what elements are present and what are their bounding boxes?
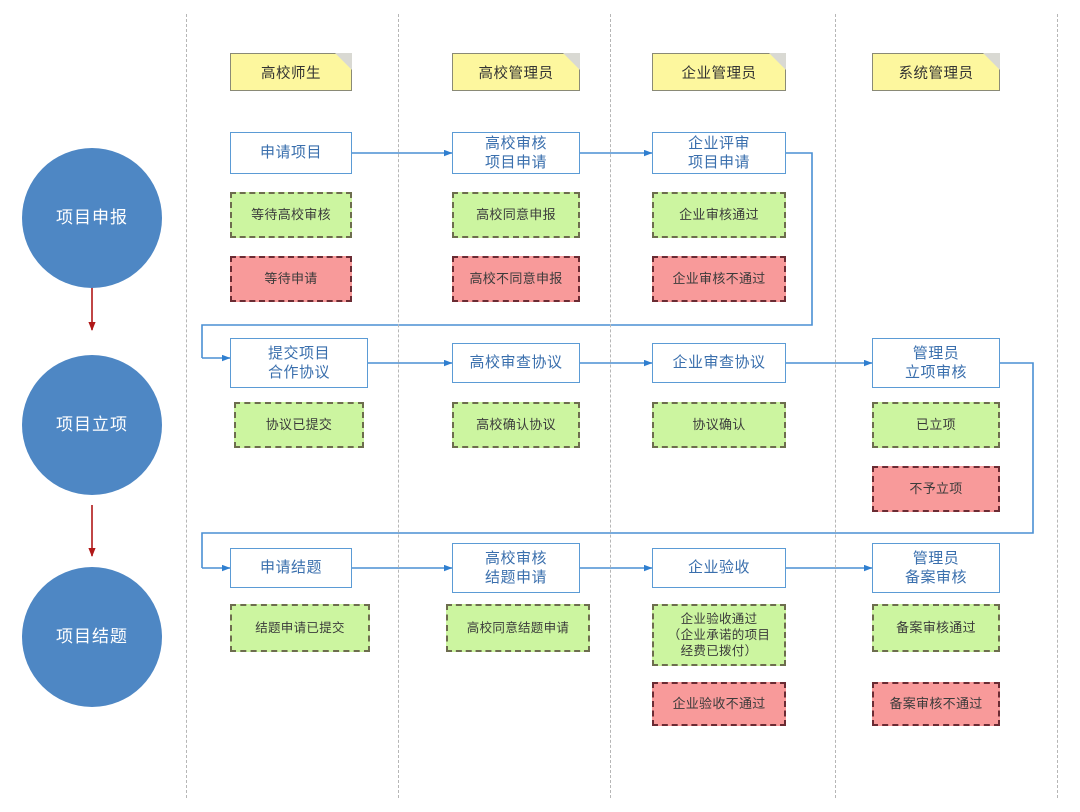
status-agreement-confirmed: 协议确认 <box>652 402 786 448</box>
status-record-fail: 备案审核不通过 <box>872 682 1000 726</box>
status-label: 协议已提交 <box>265 416 333 432</box>
status-label: 备案审核通过 <box>896 619 976 635</box>
status-agreement-submitted: 协议已提交 <box>234 402 364 448</box>
status-waiting-school-review: 等待高校审核 <box>230 192 352 238</box>
process-school-review-closing[interactable]: 高校审核 结题申请 <box>452 543 580 593</box>
status-school-reject-declare: 高校不同意申报 <box>452 256 580 302</box>
lane-header-label: 高校管理员 <box>478 65 554 82</box>
status-approved: 已立项 <box>872 402 1000 448</box>
process-school-check-agreement[interactable]: 高校审查协议 <box>452 343 580 383</box>
process-label: 企业验收 <box>687 559 750 577</box>
process-label: 企业审查协议 <box>672 354 766 372</box>
process-enterprise-acceptance[interactable]: 企业验收 <box>652 548 786 588</box>
stage-label: 项目立项 <box>56 415 128 435</box>
status-not-approved: 不予立项 <box>872 466 1000 512</box>
process-enterprise-review-application[interactable]: 企业评审 项目申请 <box>652 132 786 174</box>
status-label: 企业审核通过 <box>679 206 759 222</box>
line-2: 项目申请 <box>687 154 750 171</box>
status-label: 已立项 <box>916 416 956 432</box>
process-admin-approval-review[interactable]: 管理员 立项审核 <box>872 338 1000 388</box>
status-label: 高校同意申报 <box>476 206 556 222</box>
lane-divider-3 <box>610 14 611 798</box>
lane-header-school-admin: 高校管理员 <box>452 53 580 91</box>
line-1: 高校审核 <box>484 134 547 152</box>
process-label: 管理员 立项审核 <box>905 344 967 383</box>
stage-label: 项目结题 <box>56 627 128 647</box>
line-1: 管理员 <box>912 344 960 362</box>
status-enterprise-review-fail: 企业审核不通过 <box>652 256 786 302</box>
line-2: 备案审核 <box>904 569 967 586</box>
line-2: 项目申请 <box>484 154 547 171</box>
process-label: 管理员 备案审核 <box>905 549 967 588</box>
status-label: 不予立项 <box>909 480 963 496</box>
process-admin-record-review[interactable]: 管理员 备案审核 <box>872 543 1000 593</box>
stage-circle-approval: 项目立项 <box>22 355 162 495</box>
line-2: 结题申请 <box>484 569 547 586</box>
lane-header-student: 高校师生 <box>230 53 352 91</box>
status-label: 协议确认 <box>692 416 746 432</box>
status-label: 等待高校审核 <box>251 206 331 222</box>
lane-header-label: 高校师生 <box>261 65 321 82</box>
process-submit-agreement[interactable]: 提交项目 合作协议 <box>230 338 368 388</box>
status-school-confirm-agreement: 高校确认协议 <box>452 402 580 448</box>
status-label: 等待申请 <box>264 270 318 286</box>
status-acceptance-fail: 企业验收不通过 <box>652 682 786 726</box>
lane-divider-1 <box>186 14 187 798</box>
line-1: 企业验收通过 <box>680 611 758 626</box>
lane-divider-5 <box>1057 14 1058 798</box>
lane-divider-4 <box>835 14 836 798</box>
lane-header-label: 企业管理员 <box>681 65 757 82</box>
status-school-agree-declare: 高校同意申报 <box>452 192 580 238</box>
stage-label: 项目申报 <box>56 208 128 228</box>
process-label: 企业评审 项目申请 <box>688 134 750 173</box>
page-fold-icon <box>983 53 1000 70</box>
process-label: 高校审核 项目申请 <box>485 134 547 173</box>
status-label: 结题申请已提交 <box>255 620 345 635</box>
status-label: 备案审核不通过 <box>889 695 983 711</box>
status-label: 企业验收通过 （企业承诺的项目 经费已拨付） <box>668 611 770 660</box>
page-fold-icon <box>563 53 580 70</box>
line-1: 管理员 <box>912 549 960 567</box>
status-school-agree-closing: 高校同意结题申请 <box>446 604 590 652</box>
process-label: 申请结题 <box>259 559 322 577</box>
process-apply-closing[interactable]: 申请结题 <box>230 548 352 588</box>
line-2: （企业承诺的项目 <box>667 627 771 642</box>
lane-header-enterprise-admin: 企业管理员 <box>652 53 786 91</box>
status-enterprise-review-pass: 企业审核通过 <box>652 192 786 238</box>
lane-header-label: 系统管理员 <box>898 65 974 82</box>
status-label: 高校同意结题申请 <box>466 620 570 635</box>
process-label: 提交项目 合作协议 <box>268 344 330 383</box>
process-enterprise-check-agreement[interactable]: 企业审查协议 <box>652 343 786 383</box>
lane-header-system-admin: 系统管理员 <box>872 53 1000 91</box>
page-fold-icon <box>335 53 352 70</box>
status-label: 企业验收不通过 <box>672 695 766 711</box>
line-1: 企业评审 <box>687 134 750 152</box>
process-label: 申请项目 <box>259 144 322 162</box>
process-label: 高校审查协议 <box>469 354 563 372</box>
status-closing-submitted: 结题申请已提交 <box>230 604 370 652</box>
process-apply-project[interactable]: 申请项目 <box>230 132 352 174</box>
process-school-review-application[interactable]: 高校审核 项目申请 <box>452 132 580 174</box>
line-2: 立项审核 <box>904 364 967 381</box>
line-1: 高校审核 <box>484 549 547 567</box>
status-label: 高校确认协议 <box>476 416 556 432</box>
lane-divider-2 <box>398 14 399 798</box>
status-record-pass: 备案审核通过 <box>872 604 1000 652</box>
stage-circle-closing: 项目结题 <box>22 567 162 707</box>
status-acceptance-pass: 企业验收通过 （企业承诺的项目 经费已拨付） <box>652 604 786 666</box>
line-3: 经费已拨付） <box>680 644 758 659</box>
line-1: 提交项目 <box>267 344 330 362</box>
process-label: 高校审核 结题申请 <box>485 549 547 588</box>
line-2: 合作协议 <box>267 364 330 381</box>
status-waiting-application: 等待申请 <box>230 256 352 302</box>
page-fold-icon <box>769 53 786 70</box>
status-label: 企业审核不通过 <box>672 270 766 286</box>
status-label: 高校不同意申报 <box>469 270 563 286</box>
stage-circle-declare: 项目申报 <box>22 148 162 288</box>
